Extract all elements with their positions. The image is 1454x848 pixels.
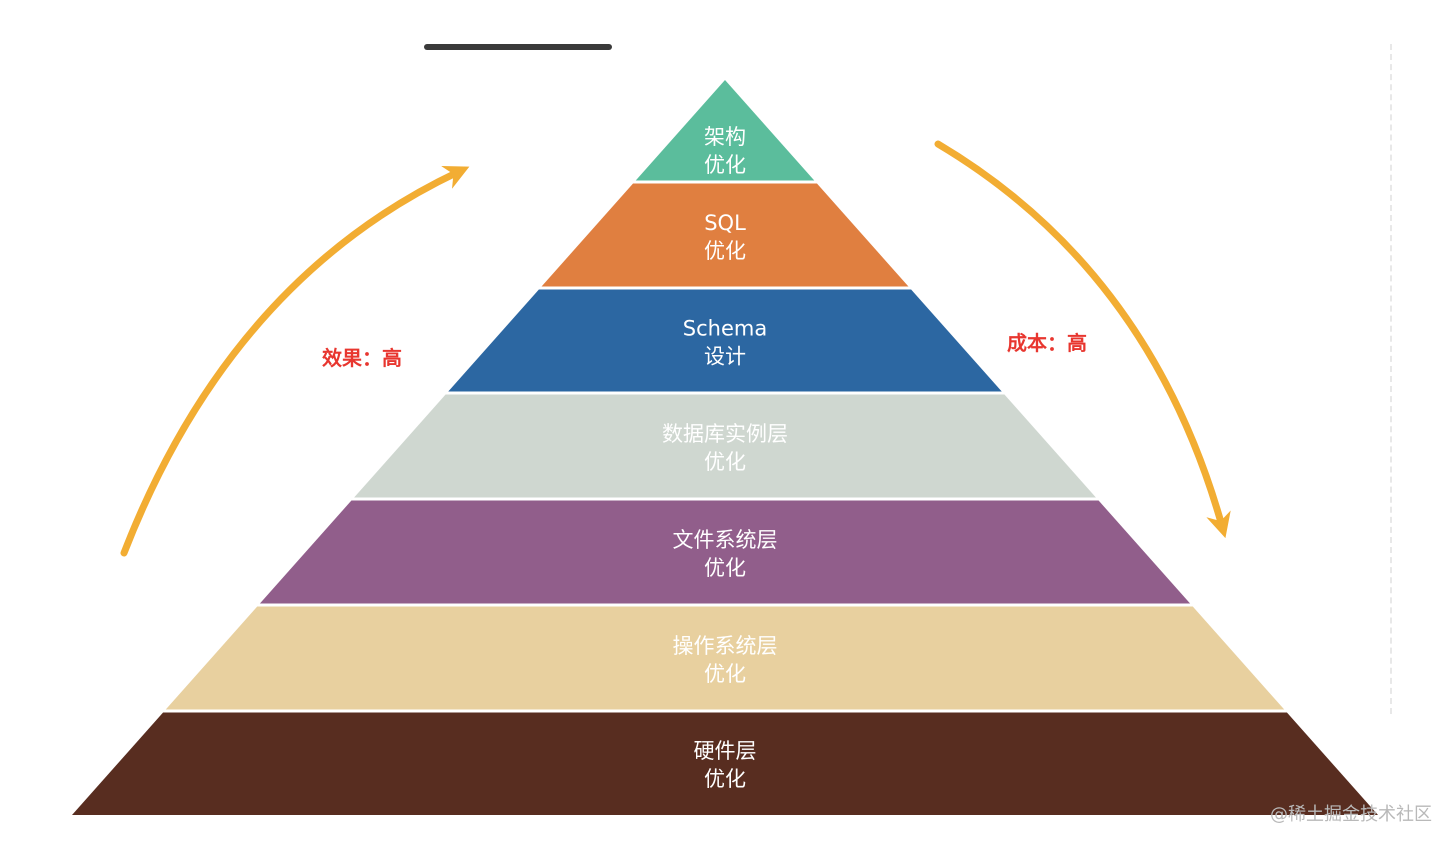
- layer-db-instance: 数据库实例层 优化: [354, 394, 1096, 498]
- layer-hardware: 硬件层 优化: [72, 712, 1378, 815]
- layer-os-line2: 优化: [704, 662, 746, 686]
- layer-db-instance-line1: 数据库实例层: [662, 422, 788, 446]
- layer-filesystem: 文件系统层 优化: [259, 500, 1191, 604]
- layer-architecture-line2: 优化: [704, 153, 746, 177]
- layer-architecture: 架构 优化: [635, 80, 815, 181]
- layer-hardware-line1: 硬件层: [694, 739, 757, 763]
- pyramid-layers: 架构 优化 SQL 优化 Schema 设计 数据库实例层 优化 文件系统层 优…: [72, 80, 1378, 815]
- edge-divider: [1390, 44, 1392, 714]
- layer-sql-line1: SQL: [704, 211, 746, 235]
- layer-sql-shape: [541, 183, 909, 287]
- layer-db-instance-line2: 优化: [704, 450, 746, 474]
- cost-arrow-icon: [934, 140, 1231, 539]
- layer-sql-line2: 优化: [704, 239, 746, 263]
- layer-hardware-shape: [72, 712, 1378, 815]
- layer-schema: Schema 设计: [448, 289, 1002, 392]
- cost-label: 成本：高: [1007, 331, 1087, 355]
- watermark: @稀土掘金技术社区: [1270, 804, 1432, 825]
- layer-filesystem-shape: [259, 500, 1191, 604]
- layer-db-instance-shape: [354, 394, 1096, 498]
- layer-os-shape: [165, 606, 1285, 710]
- layer-filesystem-line1: 文件系统层: [673, 528, 778, 552]
- layer-architecture-line1: 架构: [704, 125, 746, 149]
- layer-architecture-shape: [635, 80, 815, 181]
- layer-schema-line2: 设计: [704, 345, 746, 369]
- top-scroll-bar: [424, 44, 612, 50]
- layer-sql: SQL 优化: [541, 183, 909, 287]
- layer-schema-line1: Schema: [683, 317, 767, 341]
- layer-schema-shape: [448, 289, 1002, 392]
- layer-os: 操作系统层 优化: [165, 606, 1285, 710]
- layer-os-line1: 操作系统层: [673, 634, 778, 658]
- effect-arrow-icon: [120, 166, 470, 557]
- layer-hardware-line2: 优化: [704, 767, 746, 791]
- effect-label: 效果：高: [322, 346, 402, 370]
- layer-filesystem-line2: 优化: [704, 556, 746, 580]
